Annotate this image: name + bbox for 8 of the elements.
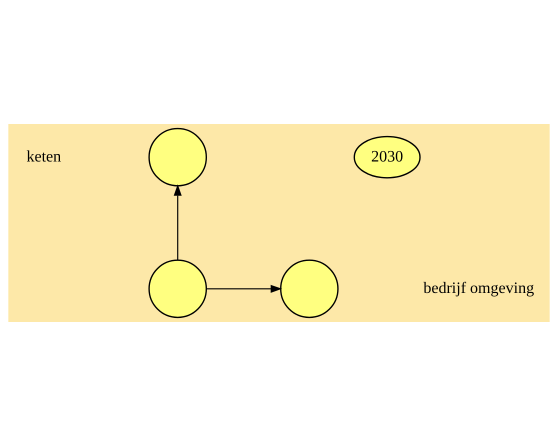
arrow: [174, 184, 182, 260]
node-circle: [148, 127, 208, 186]
node-circle: [148, 259, 208, 318]
arrow: [206, 284, 282, 292]
node-circle: [280, 259, 339, 318]
label: bedrijf omgeving: [423, 280, 534, 297]
label: keten: [26, 148, 62, 165]
node-ellipse: 2030: [354, 135, 421, 178]
